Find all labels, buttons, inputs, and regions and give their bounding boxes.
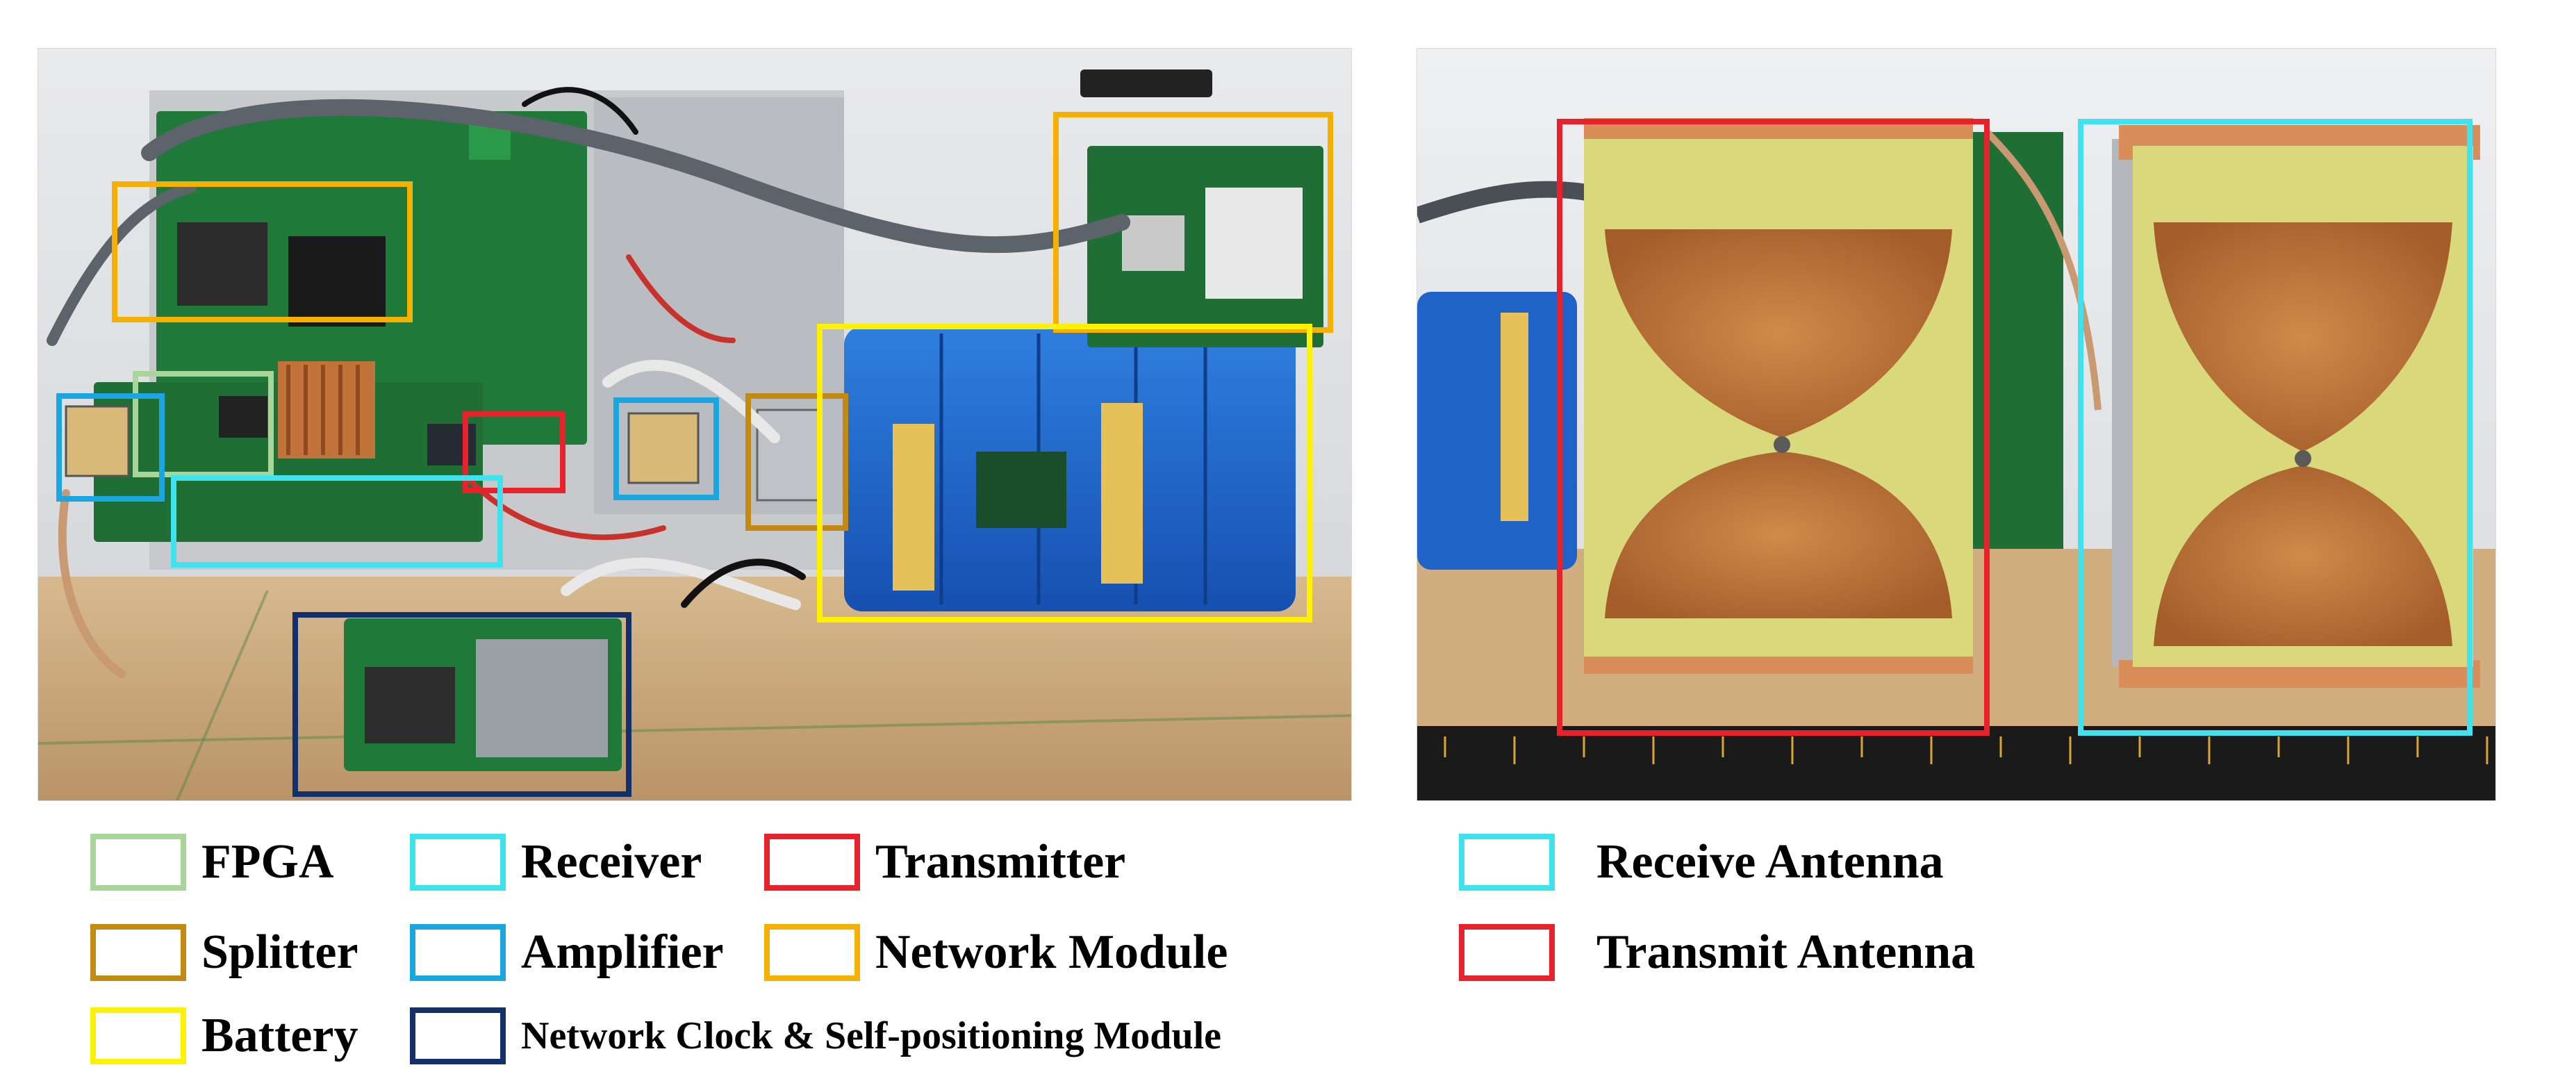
antennas-illustration	[1417, 49, 2495, 800]
legend-item-receiver: Receiver	[410, 834, 702, 891]
hardware-board-photo	[38, 49, 1351, 800]
legend-label-receive-antenna: Receive Antenna	[1596, 835, 1944, 889]
hardware-board-illustration	[38, 49, 1351, 800]
legend-label-transmitter: Transmitter	[875, 835, 1126, 889]
legend-item-network-module: Network Module	[764, 924, 1228, 981]
legend-label-network-module: Network Module	[875, 925, 1228, 979]
legend-swatch-splitter	[90, 924, 186, 981]
legend-label-battery: Battery	[201, 1009, 358, 1062]
legend-swatch-network-module	[764, 924, 860, 981]
legend-swatch-receive-antenna	[1459, 834, 1555, 891]
legend-label-clock-module: Network Clock & Self-positioning Module	[521, 1014, 1221, 1057]
legend-swatch-transmitter	[764, 834, 860, 891]
legend-item-receive-antenna: Receive Antenna	[1459, 834, 1944, 891]
legend-label-receiver: Receiver	[521, 835, 702, 889]
legend-label-transmit-antenna: Transmit Antenna	[1596, 925, 1976, 979]
legend-swatch-fpga	[90, 834, 186, 891]
legend-item-splitter: Splitter	[90, 924, 358, 981]
legend-item-battery: Battery	[90, 1007, 358, 1064]
legend-label-splitter: Splitter	[201, 925, 358, 979]
legend-swatch-receiver	[410, 834, 506, 891]
legend-item-fpga: FPGA	[90, 834, 334, 891]
legend-swatch-transmit-antenna	[1459, 924, 1555, 981]
legend-item-transmitter: Transmitter	[764, 834, 1125, 891]
antennas-photo	[1417, 49, 2495, 800]
legend-item-clock-module: Network Clock & Self-positioning Module	[410, 1007, 1221, 1064]
legend-label-amplifier: Amplifier	[521, 925, 724, 979]
legend-swatch-clock-module	[410, 1007, 506, 1064]
legend-item-amplifier: Amplifier	[410, 924, 724, 981]
legend-swatch-battery	[90, 1007, 186, 1064]
legend-swatch-amplifier	[410, 924, 506, 981]
legend-item-transmit-antenna: Transmit Antenna	[1459, 924, 1975, 981]
legend-label-fpga: FPGA	[201, 835, 334, 889]
